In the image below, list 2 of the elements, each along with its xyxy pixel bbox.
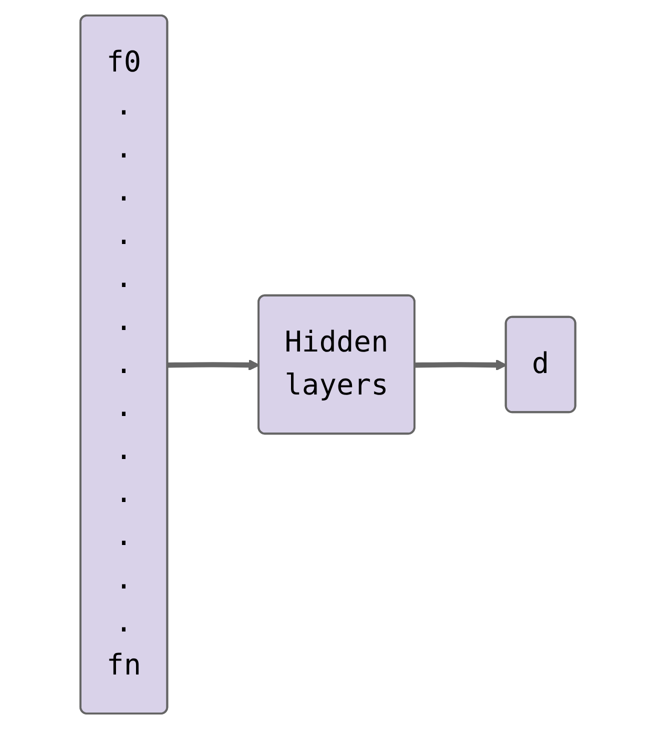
arrow [167, 359, 260, 371]
flowchart-drawing: f0 . . . . . . . . . . . . . fn Hidden layers d [70, 5, 586, 724]
